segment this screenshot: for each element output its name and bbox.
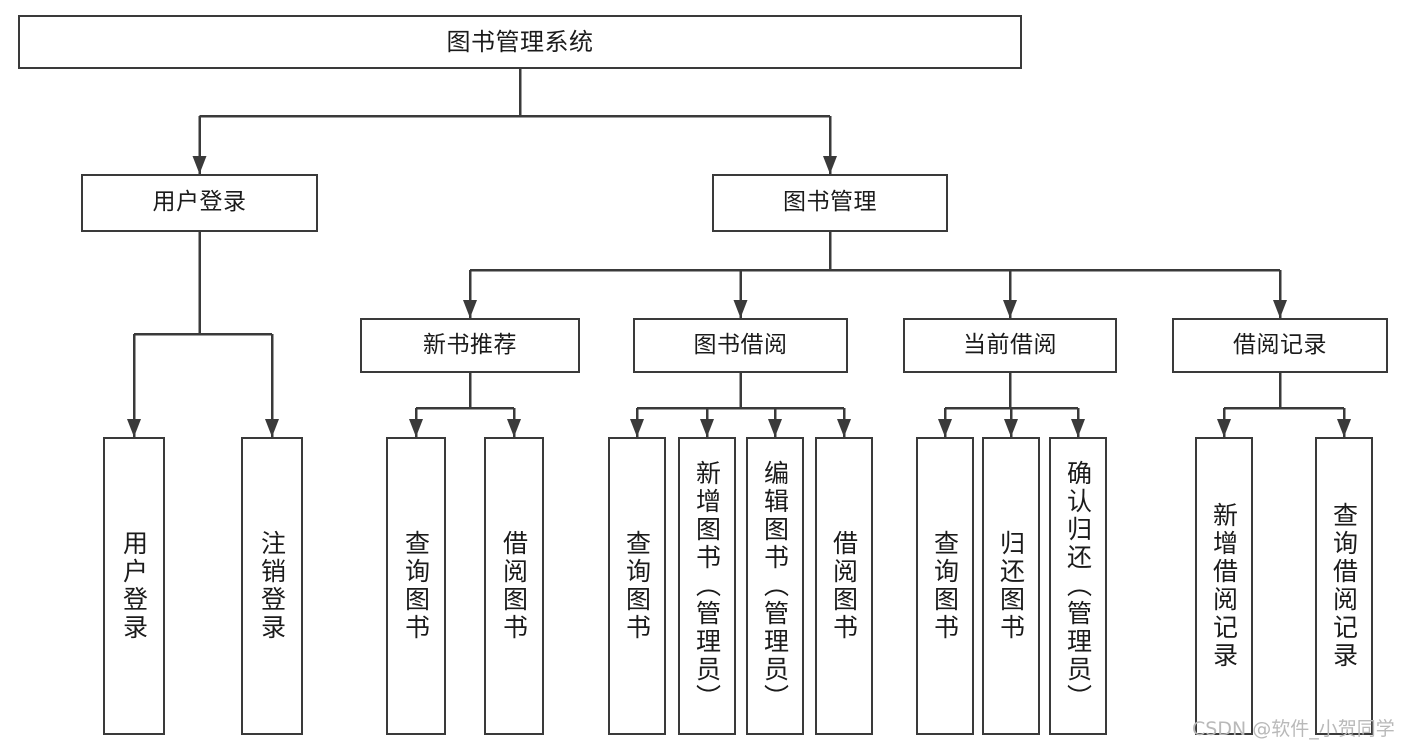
- arrow-head-r-add: [1217, 419, 1231, 437]
- arrow-head-b-edit: [768, 419, 782, 437]
- node-c-return[interactable]: 归还图书: [982, 437, 1040, 735]
- node-label: 借阅图书: [829, 530, 859, 642]
- node-label: 编辑图书（管理员）: [760, 460, 790, 712]
- arrow-head-login: [192, 156, 207, 174]
- node-b-lend[interactable]: 借阅图书: [815, 437, 873, 735]
- node-label: 用户登录: [119, 530, 149, 642]
- node-label: 新增图书（管理员）: [692, 460, 722, 712]
- arrow-head-record: [1273, 300, 1287, 318]
- node-c-confirm[interactable]: 确认归还（管理员）: [1049, 437, 1107, 735]
- node-label: 图书管理系统: [446, 27, 594, 56]
- node-root[interactable]: 图书管理系统: [18, 15, 1022, 69]
- arrow-head-n-borrow: [507, 419, 521, 437]
- node-label: 归还图书: [996, 530, 1026, 642]
- node-label: 新书推荐: [423, 331, 517, 358]
- arrow-head-c-query: [938, 419, 952, 437]
- node-borrow[interactable]: 图书借阅: [633, 318, 848, 373]
- arrow-head-b-add: [700, 419, 714, 437]
- arrow-head-n-query: [409, 419, 423, 437]
- node-label: 新增借阅记录: [1209, 502, 1239, 670]
- node-label: 借阅图书: [499, 530, 529, 642]
- node-b-add[interactable]: 新增图书（管理员）: [678, 437, 736, 735]
- node-current[interactable]: 当前借阅: [903, 318, 1117, 373]
- node-newbook[interactable]: 新书推荐: [360, 318, 580, 373]
- node-b-query[interactable]: 查询图书: [608, 437, 666, 735]
- node-l-login[interactable]: 用户登录: [103, 437, 165, 735]
- node-label: 用户登录: [152, 189, 247, 216]
- node-label: 查询图书: [401, 530, 431, 642]
- node-n-query[interactable]: 查询图书: [386, 437, 446, 735]
- arrow-head-b-lend: [837, 419, 851, 437]
- node-label: 借阅记录: [1233, 331, 1327, 358]
- node-n-borrow[interactable]: 借阅图书: [484, 437, 544, 735]
- arrow-head-l-logout: [265, 419, 279, 437]
- arrow-head-c-return: [1004, 419, 1018, 437]
- node-label: 查询借阅记录: [1329, 502, 1359, 670]
- arrow-head-l-login: [127, 419, 141, 437]
- node-label: 图书借阅: [693, 331, 788, 358]
- node-label: 确认归还（管理员）: [1063, 460, 1093, 712]
- arrow-head-c-confirm: [1071, 419, 1085, 437]
- node-r-query[interactable]: 查询借阅记录: [1315, 437, 1373, 735]
- arrow-head-borrow: [733, 300, 748, 318]
- node-c-query[interactable]: 查询图书: [916, 437, 974, 735]
- node-record[interactable]: 借阅记录: [1172, 318, 1388, 373]
- node-bookmgmt[interactable]: 图书管理: [712, 174, 948, 232]
- node-l-logout[interactable]: 注销登录: [241, 437, 303, 735]
- node-b-edit[interactable]: 编辑图书（管理员）: [746, 437, 804, 735]
- arrow-head-newbook: [463, 300, 477, 318]
- node-label: 图书管理: [783, 189, 877, 216]
- node-r-add[interactable]: 新增借阅记录: [1195, 437, 1253, 735]
- node-login[interactable]: 用户登录: [81, 174, 318, 232]
- arrow-head-b-query: [630, 419, 644, 437]
- arrow-head-bookmgmt: [823, 156, 837, 174]
- watermark: CSDN @软件_小贺同学: [1192, 718, 1395, 740]
- arrow-head-r-query: [1337, 419, 1351, 437]
- node-label: 查询图书: [622, 530, 652, 642]
- arrow-head-current: [1003, 300, 1017, 318]
- node-label: 查询图书: [930, 530, 960, 642]
- node-label: 注销登录: [257, 530, 287, 642]
- node-label: 当前借阅: [963, 331, 1057, 358]
